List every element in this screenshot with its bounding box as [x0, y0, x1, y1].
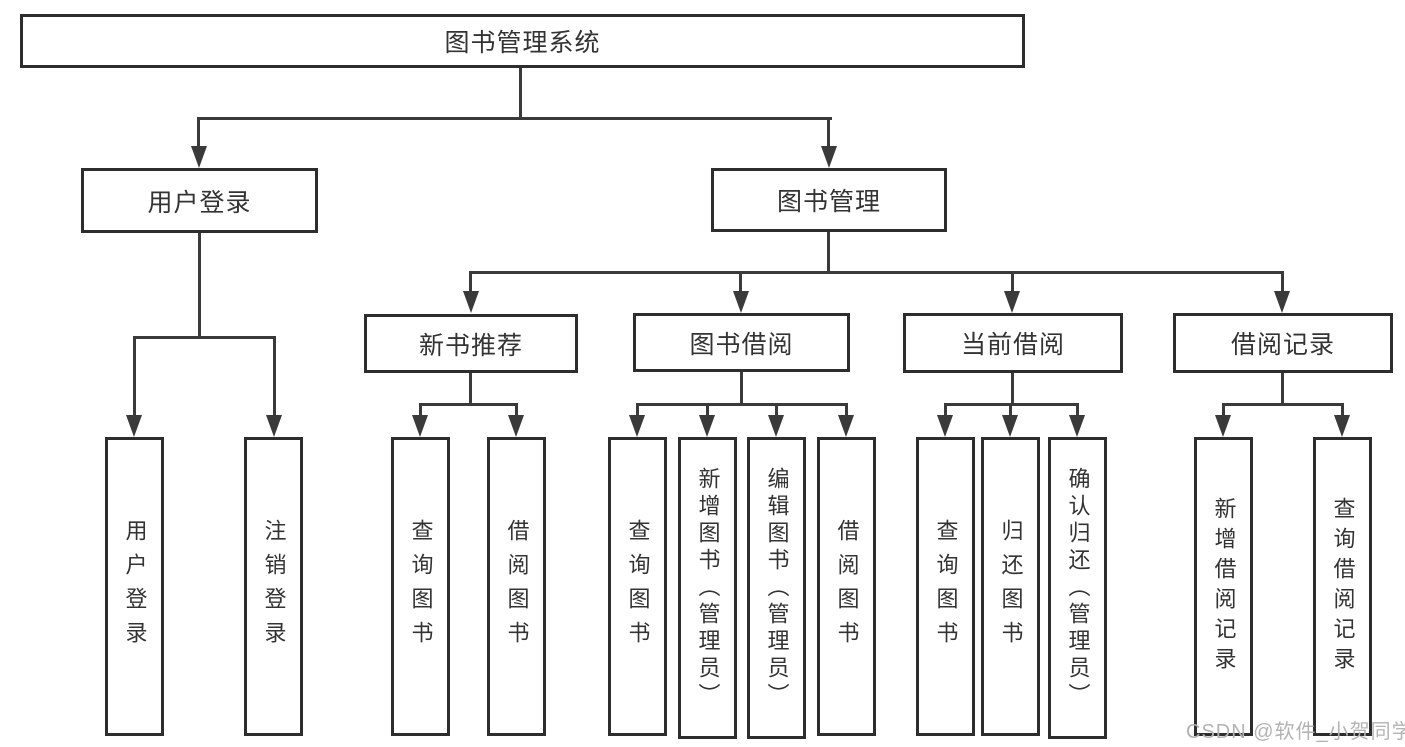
- arrowhead-icon: [412, 415, 428, 437]
- leaf-label: 借阅图书: [834, 518, 860, 655]
- arrowhead-icon: [1002, 415, 1018, 437]
- arrowhead-icon: [733, 291, 749, 313]
- connector-user-login-rail: [133, 336, 276, 339]
- arrowhead-icon: [266, 415, 282, 437]
- leaf-label: 借阅图书: [504, 518, 530, 655]
- arrowhead-icon: [937, 415, 953, 437]
- connector-borrow-rail: [637, 403, 848, 406]
- arrowhead-icon: [1004, 291, 1020, 313]
- leaf-recommend-borrow-books: 借阅图书: [487, 437, 546, 736]
- connector-shaft: [1341, 403, 1344, 416]
- leaf-current-return-books: 归还图书: [981, 437, 1040, 736]
- leaf-label: 查询图书: [408, 518, 434, 655]
- connector-recommend-stem: [469, 373, 472, 406]
- connector-records-stem: [1281, 373, 1284, 406]
- connector-level2-rail: [197, 117, 832, 120]
- leaf-label: 查询借阅记录: [1330, 496, 1356, 677]
- connector-shaft: [1281, 271, 1284, 292]
- connector-borrow-stem: [740, 372, 743, 406]
- arrowhead-icon: [1069, 415, 1085, 437]
- leaf-logout: 注销登录: [244, 437, 303, 736]
- connector-user-login-stem: [198, 233, 201, 338]
- arrowhead-icon: [838, 415, 854, 437]
- node-book-borrow: 图书借阅: [633, 313, 850, 372]
- node-label: 用户登录: [147, 188, 252, 217]
- leaf-borrow-query-books: 查询图书: [608, 437, 667, 736]
- connector-shaft: [515, 403, 518, 416]
- connector-level3-rail: [470, 271, 1283, 274]
- connector-shaft: [636, 403, 639, 416]
- leaf-label: 注销登录: [261, 518, 287, 655]
- arrowhead-icon: [699, 415, 715, 437]
- node-user-login: 用户登录: [81, 168, 318, 233]
- connector-shaft: [197, 117, 200, 147]
- node-label: 当前借阅: [960, 331, 1065, 359]
- connector-shaft: [827, 117, 830, 147]
- node-label: 图书管理: [776, 188, 881, 216]
- leaf-borrow-add-books-admin: 新增图书（管理员）: [678, 437, 737, 739]
- node-current-borrow: 当前借阅: [903, 313, 1123, 373]
- node-new-book-recommend: 新书推荐: [364, 314, 578, 373]
- connector-shaft: [1011, 271, 1014, 292]
- arrowhead-icon: [821, 146, 837, 168]
- connector-shaft: [1076, 403, 1079, 416]
- node-label: 图书管理系统: [444, 29, 601, 57]
- connector-shaft: [419, 403, 422, 416]
- connector-shaft: [944, 403, 947, 416]
- arrowhead-icon: [629, 415, 645, 437]
- node-label: 借阅记录: [1230, 331, 1335, 359]
- connector-book-management-stem: [827, 232, 830, 274]
- arrowhead-icon: [463, 291, 479, 313]
- arrowhead-icon: [1215, 415, 1231, 437]
- leaf-label: 归还图书: [998, 518, 1024, 655]
- connector-shaft: [133, 336, 136, 415]
- leaf-records-query-record: 查询借阅记录: [1313, 437, 1372, 736]
- leaf-user-login: 用户登录: [105, 437, 164, 736]
- leaf-records-add-record: 新增借阅记录: [1194, 437, 1253, 736]
- leaf-recommend-query-books: 查询图书: [391, 437, 450, 736]
- leaf-current-query-books: 查询图书: [916, 437, 975, 736]
- arrowhead-icon: [1274, 291, 1290, 313]
- node-borrow-records: 借阅记录: [1173, 313, 1393, 373]
- node-label: 图书借阅: [689, 330, 794, 359]
- arrowhead-icon: [768, 415, 784, 437]
- connector-root-stem: [519, 68, 522, 120]
- connector-recommend-rail: [419, 403, 518, 406]
- leaf-label: 用户登录: [122, 518, 148, 655]
- leaf-current-confirm-return-admin: 确认归还（管理员）: [1048, 437, 1107, 739]
- leaf-borrow-edit-books-admin: 编辑图书（管理员）: [747, 437, 806, 739]
- leaf-label: 新增借阅记录: [1211, 496, 1237, 677]
- leaf-label: 查询图书: [933, 518, 959, 655]
- connector-shaft: [273, 336, 276, 415]
- leaf-label: 编辑图书（管理员）: [764, 466, 790, 710]
- node-book-management: 图书管理: [711, 168, 947, 232]
- connector-shaft: [706, 403, 709, 416]
- arrowhead-icon: [191, 146, 207, 168]
- leaf-borrow-borrow-books: 借阅图书: [817, 437, 876, 736]
- connector-shaft: [469, 271, 472, 292]
- connector-records-rail: [1223, 403, 1344, 406]
- connector-current-rail: [945, 403, 1079, 406]
- connector-shaft: [1222, 403, 1225, 416]
- connector-current-stem: [1011, 373, 1014, 406]
- leaf-label: 新增图书（管理员）: [695, 466, 721, 710]
- csdn-watermark: CSDN @软件_小贺同学: [1186, 721, 1405, 743]
- connector-shaft: [775, 403, 778, 416]
- connector-shaft: [1009, 403, 1012, 416]
- arrowhead-icon: [126, 415, 142, 437]
- connector-shaft: [845, 403, 848, 416]
- connector-shaft: [739, 271, 742, 292]
- arrowhead-icon: [508, 415, 524, 437]
- leaf-label: 查询图书: [625, 518, 651, 655]
- arrowhead-icon: [1334, 415, 1350, 437]
- leaf-label: 确认归还（管理员）: [1065, 466, 1091, 710]
- node-library-management-system: 图书管理系统: [20, 14, 1025, 68]
- node-label: 新书推荐: [418, 331, 523, 360]
